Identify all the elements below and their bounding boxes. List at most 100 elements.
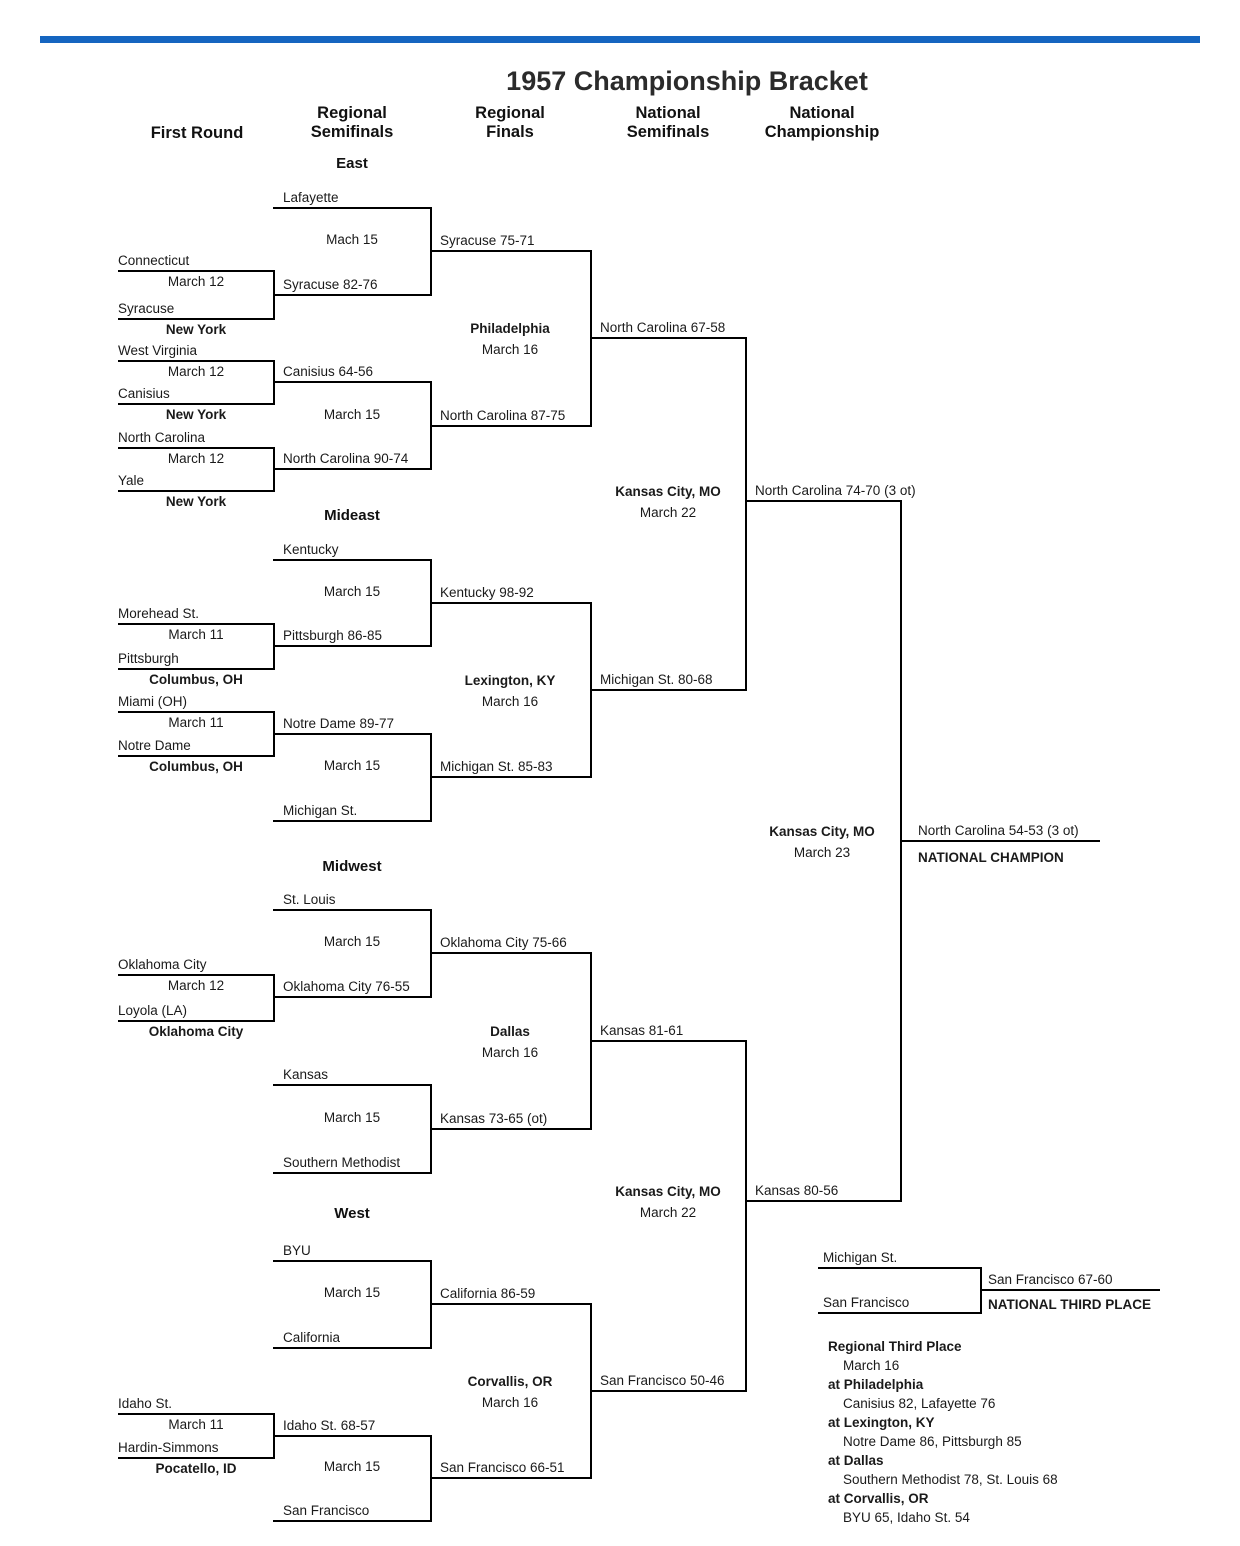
- game-date: March 15: [323, 584, 381, 599]
- bracket-line: [745, 500, 900, 502]
- bracket-line: [430, 425, 590, 427]
- game-date: March 11: [168, 715, 224, 730]
- team-san-francisco: San Francisco: [823, 1295, 910, 1310]
- bracket-line: [745, 337, 747, 691]
- advancing-team-pittsburgh: Pittsburgh 86-85: [283, 628, 383, 643]
- regional-final-site: Philadelphia: [470, 321, 550, 336]
- region-header-west: West: [334, 1205, 370, 1222]
- bracket-line: [118, 1413, 273, 1415]
- regional-final-date: March 16: [481, 342, 539, 357]
- game-date: March 15: [323, 934, 381, 949]
- game-date: March 15: [323, 758, 381, 773]
- team-michigan-st: Michigan St.: [283, 803, 358, 818]
- third-place-result: San Francisco 67-60: [988, 1272, 1113, 1287]
- team-san-francisco: San Francisco: [283, 1503, 370, 1518]
- team-michigan-st: Michigan St.: [823, 1250, 898, 1265]
- team-southern-methodist: Southern Methodist: [283, 1155, 401, 1170]
- bracket-line: [118, 360, 273, 362]
- bracket-line: [900, 840, 1100, 842]
- advancing-team-syracuse: Syracuse 82-76: [283, 277, 378, 292]
- bracket-line: [273, 1172, 430, 1174]
- advancing-team-north-carolina: North Carolina 67-58: [600, 320, 726, 335]
- advancing-team-california: California 86-59: [440, 1286, 536, 1301]
- game-date: March 15: [323, 1285, 381, 1300]
- national-third-place-label: NATIONAL THIRD PLACE: [988, 1297, 1151, 1312]
- bracket-line: [273, 909, 430, 911]
- bracket-line: [590, 1040, 745, 1042]
- national-semifinal-site: Kansas City, MO: [615, 484, 721, 499]
- bracket-line: [900, 500, 902, 1202]
- advancing-team-kansas: Kansas 81-61: [600, 1023, 684, 1038]
- column-header-regional-finals: Regional Finals: [475, 104, 545, 141]
- bracket-line: [590, 689, 745, 691]
- game-date: March 11: [168, 627, 224, 642]
- bracket-line: [273, 381, 430, 383]
- regional-final-date: March 16: [481, 1395, 539, 1410]
- championship-date: March 23: [793, 845, 851, 860]
- bracket-line: [818, 1312, 980, 1314]
- game-date: March 15: [323, 407, 381, 422]
- bracket-line: [118, 1020, 273, 1022]
- regional-third-place-site: at Philadelphia: [828, 1377, 924, 1392]
- column-header-national-championship: National Championship: [764, 104, 880, 141]
- bracket-line: [118, 490, 273, 492]
- regional-third-place-site: at Lexington, KY: [828, 1415, 935, 1430]
- advancing-team-north-carolina: North Carolina 87-75: [440, 408, 566, 423]
- bracket-line: [118, 668, 273, 670]
- team-syracuse: Syracuse: [118, 301, 175, 316]
- regional-third-place-site: at Dallas: [828, 1453, 884, 1468]
- advancing-team-kansas: Kansas 73-65 (ot): [440, 1111, 548, 1126]
- game-site: New York: [165, 322, 227, 337]
- regional-final-site: Lexington, KY: [464, 673, 556, 688]
- regional-final-site: Dallas: [490, 1024, 530, 1039]
- team-byu: BYU: [283, 1243, 311, 1258]
- advancing-team-kentucky: Kentucky 98-92: [440, 585, 534, 600]
- team-morehead-st: Morehead St.: [118, 606, 200, 621]
- bracket-line: [273, 1435, 430, 1437]
- bracket-line: [818, 1267, 980, 1269]
- regional-third-place-date: March 16: [843, 1358, 900, 1373]
- bracket-line: [430, 952, 590, 954]
- team-connecticut: Connecticut: [118, 253, 190, 268]
- bracket-line: [273, 733, 430, 735]
- team-north-carolina: North Carolina: [118, 430, 206, 445]
- game-date: March 12: [167, 364, 225, 379]
- bracket-line: [590, 1390, 745, 1392]
- bracket-line: [118, 711, 273, 713]
- team-oklahoma-city: Oklahoma City: [118, 957, 207, 972]
- team-miami-oh: Miami (OH): [118, 694, 187, 709]
- game-site: Columbus, OH: [149, 759, 243, 774]
- game-site: New York: [165, 407, 227, 422]
- team-st-louis: St. Louis: [283, 892, 336, 907]
- advancing-team-san-francisco: San Francisco 66-51: [440, 1460, 565, 1475]
- advancing-team-north-carolina: North Carolina 90-74: [283, 451, 409, 466]
- bracket-line: [430, 776, 590, 778]
- page-title: 1957 Championship Bracket: [506, 66, 868, 96]
- top-accent-bar: [40, 36, 1200, 43]
- game-site: New York: [165, 494, 227, 509]
- national-semifinal-date: March 22: [639, 1205, 697, 1220]
- regional-third-place-result: Notre Dame 86, Pittsburgh 85: [843, 1434, 1022, 1449]
- region-header-east: East: [336, 155, 368, 172]
- bracket-line: [118, 270, 273, 272]
- game-site: Pocatello, ID: [155, 1461, 237, 1476]
- column-header-first-round: First Round: [150, 124, 244, 142]
- bracket-line: [118, 447, 273, 449]
- team-west-virginia: West Virginia: [118, 343, 198, 358]
- team-lafayette: Lafayette: [283, 190, 339, 205]
- bracket-line: [430, 250, 590, 252]
- game-date: March 12: [167, 451, 225, 466]
- regional-final-site: Corvallis, OR: [467, 1374, 553, 1389]
- bracket-line: [273, 820, 430, 822]
- championship-result: North Carolina 54-53 (3 ot): [918, 823, 1079, 838]
- regional-third-place-result: Canisius 82, Lafayette 76: [843, 1396, 996, 1411]
- column-header-regional-semifinals: Regional Semifinals: [310, 104, 394, 141]
- bracket-line: [273, 1084, 430, 1086]
- advancing-team-oklahoma-city: Oklahoma City 75-66: [440, 935, 567, 950]
- team-kansas: Kansas: [283, 1067, 329, 1082]
- bracket-line: [118, 755, 273, 757]
- bracket-line: [273, 645, 430, 647]
- game-date: March 15: [323, 1110, 381, 1125]
- regional-third-place-result: Southern Methodist 78, St. Louis 68: [843, 1472, 1058, 1487]
